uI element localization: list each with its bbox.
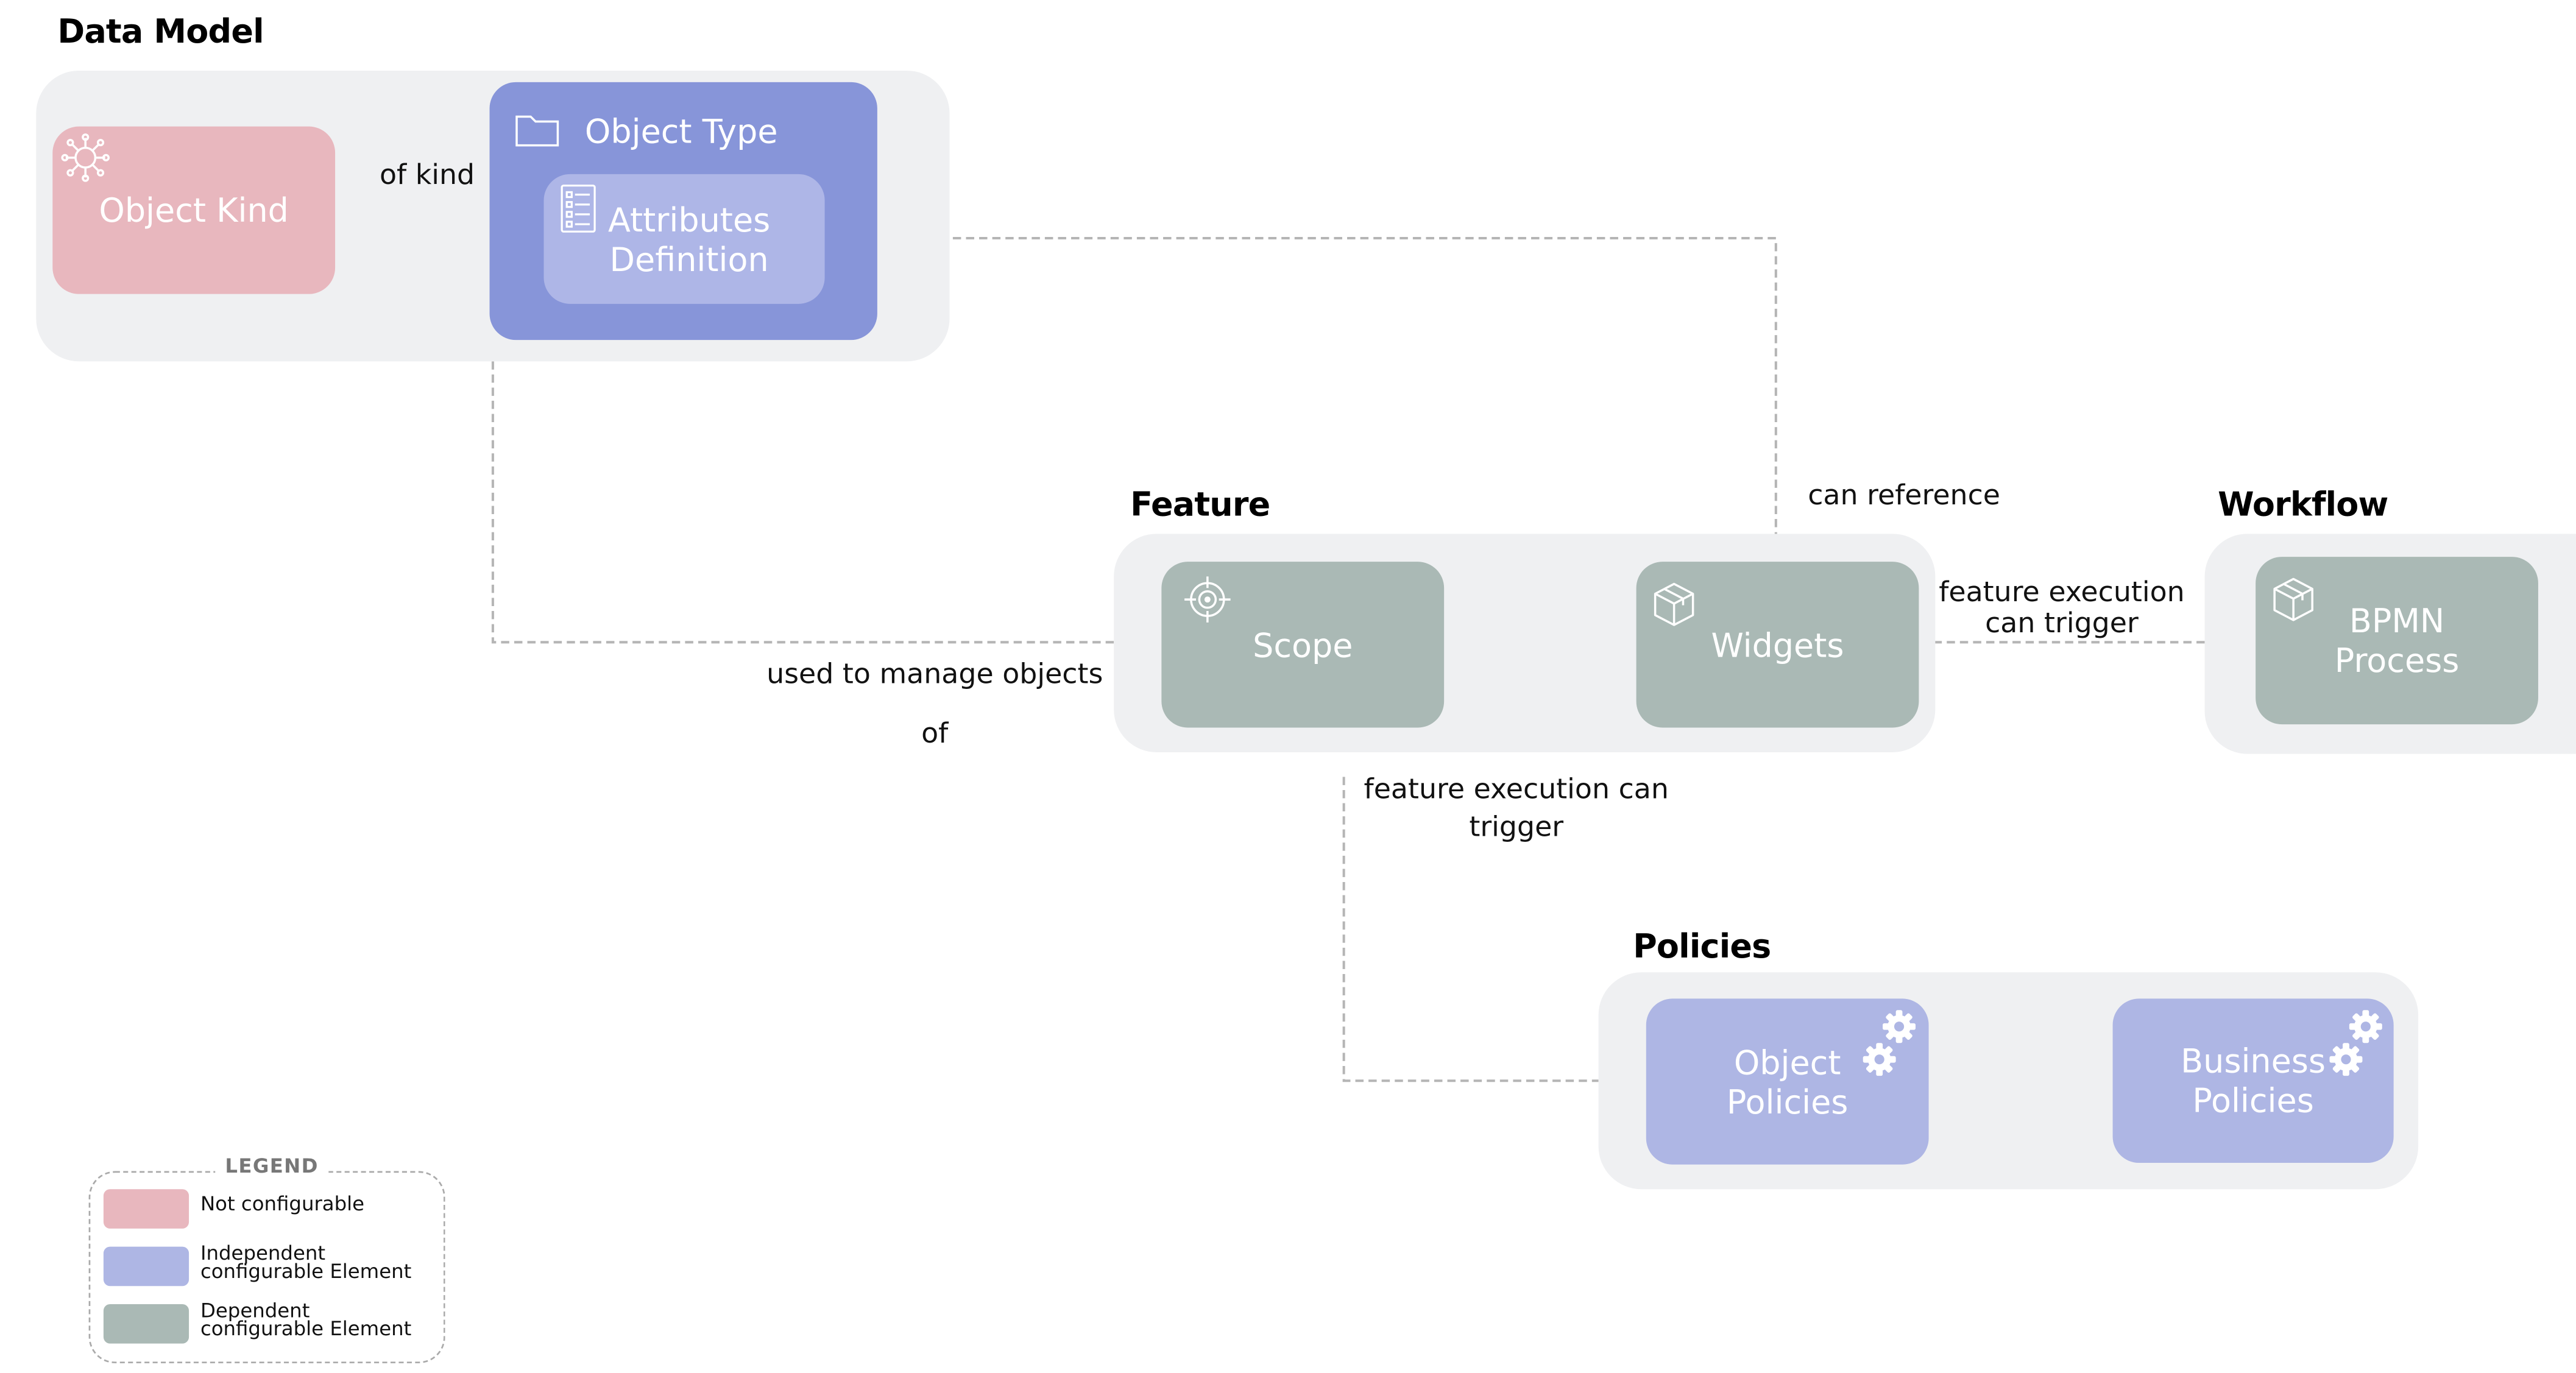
target-icon [1184, 576, 1231, 623]
legend-title: LEGEND [215, 1154, 329, 1178]
legend-swatch-independent [103, 1246, 189, 1287]
node-widgets[interactable]: Widgets [1636, 562, 1919, 728]
node-bpmn-process[interactable]: BPMN Process [2256, 557, 2538, 725]
label-used-to-manage-of: of [921, 718, 949, 751]
legend-swatch-dependent [103, 1304, 189, 1344]
node-business-policies[interactable]: Business Policies [2112, 998, 2394, 1163]
node-object-policies[interactable]: Object Policies [1646, 998, 1929, 1165]
label-of-kind: of kind [379, 159, 475, 192]
node-label: Attributes Definition [608, 199, 771, 279]
node-scope[interactable]: Scope [1161, 562, 1445, 728]
node-label: Object Policies [1726, 1042, 1849, 1121]
cube-icon [1654, 582, 1694, 626]
section-title-feature: Feature [1130, 484, 1270, 524]
gears-icon [1863, 1010, 1916, 1076]
node-object-kind[interactable]: Object Kind [52, 126, 336, 294]
label-feature-execution-policies-1: feature execution can [1364, 774, 1669, 807]
node-label: BPMN Process [2334, 601, 2460, 680]
label-can-reference: can reference [1808, 479, 2001, 513]
gears-icon [2329, 1010, 2382, 1076]
section-title-workflow: Workflow [2218, 484, 2388, 524]
node-label: Business Policies [2181, 1041, 2326, 1120]
legend-label-independent: Independent configurable Element [200, 1241, 412, 1283]
node-label: Scope [1253, 624, 1353, 665]
checklist-icon [561, 185, 596, 233]
legend-label-not-configurable: Not configurable [200, 1192, 365, 1216]
section-title-data-model: Data Model [57, 11, 264, 51]
connector-can-reference [821, 236, 1777, 562]
legend-label-dependent: Dependent configurable Element [200, 1299, 412, 1341]
label-used-to-manage-objects: used to manage objects [766, 658, 1103, 692]
legend-swatch-not-configurable [103, 1189, 189, 1229]
node-attributes-definition[interactable]: Attributes Definition [543, 174, 825, 304]
label-feature-execution-workflow: feature execution can trigger [1939, 576, 2185, 641]
cube-icon [2273, 577, 2313, 621]
connector-feature-policies [1342, 777, 1599, 1082]
section-title-policies: Policies [1633, 926, 1771, 966]
label-feature-execution-policies-2: trigger [1469, 811, 1564, 844]
connector-used-to-manage [491, 361, 1114, 644]
node-label: Object Kind [99, 190, 289, 230]
node-label: Object Type [584, 111, 778, 152]
node-label: Widgets [1711, 624, 1844, 665]
virus-icon [61, 133, 110, 182]
folder-icon [515, 115, 559, 147]
